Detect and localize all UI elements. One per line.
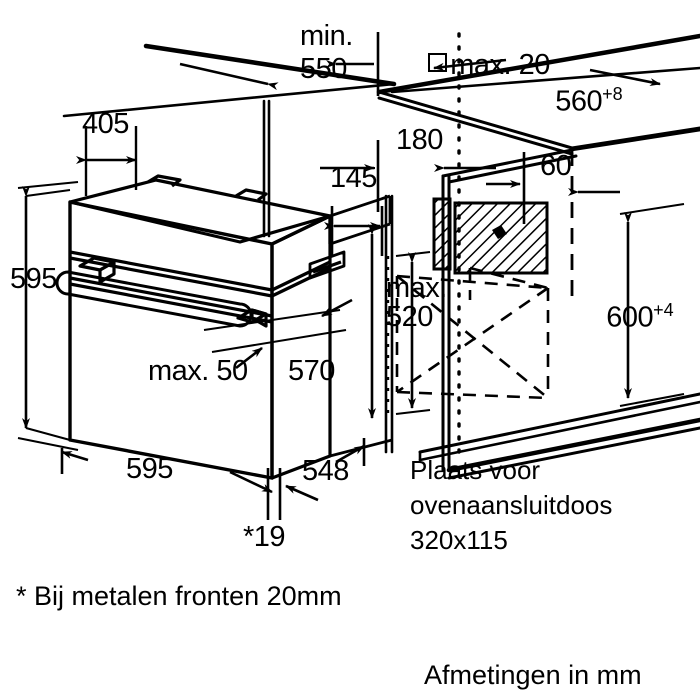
junction-box-note-line2: ovenaansluitdoos: [410, 490, 613, 520]
dim-405: 405: [82, 108, 129, 140]
flatness-square-icon: [428, 53, 448, 72]
units-note: Afmetingen in mm: [424, 660, 642, 690]
dim-560-tolerance: +8: [602, 84, 623, 104]
dim-595-width: 595: [126, 453, 173, 485]
dim-600-tolerance: +4: [653, 300, 674, 320]
dim-min-550-line1: min.: [300, 20, 353, 52]
dim-600: 600+4: [606, 300, 674, 334]
dim-60: 60: [540, 150, 572, 182]
dim-19: *19: [243, 521, 286, 553]
dim-570: 570: [288, 355, 335, 387]
dim-595-height: 595: [10, 263, 57, 295]
dim-560: 560+8: [555, 84, 623, 118]
dim-180: 180: [396, 124, 443, 156]
hidden-oven-outline: [395, 266, 550, 400]
junction-box-hatched-area: [432, 197, 549, 275]
dim-145: 145: [330, 162, 377, 194]
junction-box-note-line3: 320x115: [410, 525, 508, 555]
oven-body: [55, 174, 393, 480]
dim-max-520-line2: 520: [386, 301, 433, 333]
dim-548: 548: [302, 455, 349, 487]
dimension-lines: [17, 32, 685, 520]
dim-max-520-line1: max.: [386, 272, 447, 304]
junction-box-note-line1: Plaats voor: [410, 455, 541, 485]
dim-max-20: max. 20: [398, 22, 550, 109]
dim-min-550-line2: 550: [300, 53, 347, 85]
dim-max-50: max. 50: [148, 355, 248, 387]
metal-front-footnote: * Bij metalen fronten 20mm: [16, 581, 342, 611]
